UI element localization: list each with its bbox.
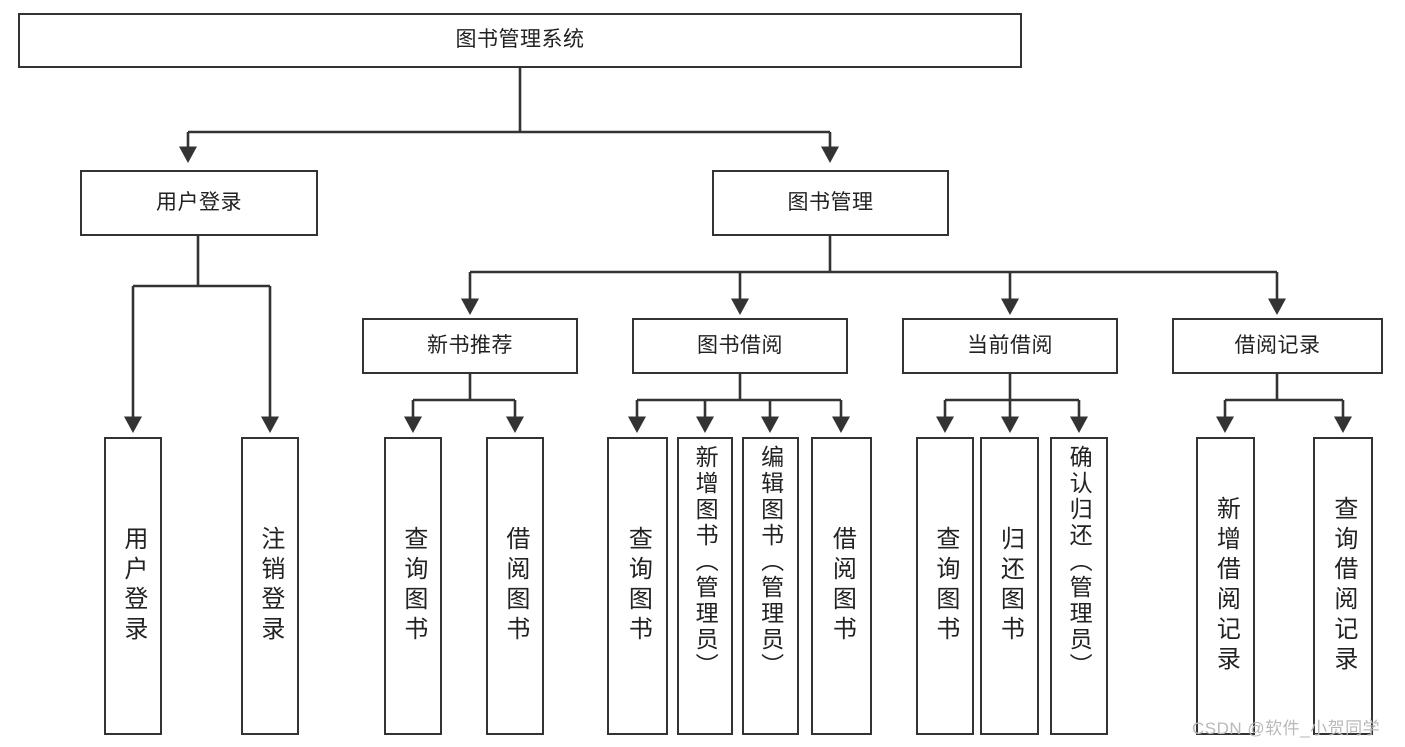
node-label: 查询图书	[931, 526, 959, 646]
leaf-logout[interactable]: 注销登录	[241, 437, 299, 735]
leaf-confirm-return-admin[interactable]: 确认归还（管理员）	[1050, 437, 1108, 735]
csdn-watermark: CSDN @软件_小贺同学	[1192, 719, 1381, 738]
node-new-book-recommendation[interactable]: 新书推荐	[362, 318, 578, 374]
node-label: 用户登录	[156, 190, 242, 214]
node-label: 当前借阅	[967, 333, 1053, 357]
node-label: 新增借阅记录	[1212, 496, 1240, 676]
leaf-add-borrowing-record[interactable]: 新增借阅记录	[1196, 437, 1255, 735]
leaf-add-book-admin[interactable]: 新增图书（管理员）	[677, 437, 733, 735]
leaf-query-book-borrowing[interactable]: 查询图书	[607, 437, 668, 735]
leaf-query-book-current[interactable]: 查询图书	[916, 437, 974, 735]
leaf-borrow-book-borrowing[interactable]: 借阅图书	[811, 437, 872, 735]
node-label: 借阅图书	[828, 526, 856, 646]
node-label: 借阅记录	[1234, 333, 1321, 357]
node-user-login[interactable]: 用户登录	[80, 170, 318, 236]
node-label: 图书管理	[787, 190, 874, 214]
node-label: 新书推荐	[427, 333, 513, 357]
node-label: 查询图书	[624, 526, 652, 646]
leaf-borrow-book-recommend[interactable]: 借阅图书	[486, 437, 544, 735]
node-label: 注销登录	[256, 526, 284, 646]
node-label: 图书借阅	[697, 333, 783, 357]
leaf-return-book[interactable]: 归还图书	[980, 437, 1039, 735]
node-label: 查询图书	[399, 526, 427, 646]
node-label: 归还图书	[996, 526, 1024, 646]
leaf-edit-book-admin[interactable]: 编辑图书（管理员）	[742, 437, 799, 735]
node-label: 借阅图书	[501, 526, 529, 646]
node-label: 用户登录	[119, 526, 147, 646]
node-current-borrowing[interactable]: 当前借阅	[902, 318, 1118, 374]
node-label: 新增图书（管理员）	[692, 445, 719, 679]
leaf-query-book-recommend[interactable]: 查询图书	[384, 437, 442, 735]
node-label: 编辑图书（管理员）	[757, 445, 784, 679]
leaf-user-login[interactable]: 用户登录	[104, 437, 162, 735]
node-root-book-management-system[interactable]: 图书管理系统	[18, 13, 1022, 68]
node-label: 查询借阅记录	[1329, 496, 1357, 676]
node-borrowing-records[interactable]: 借阅记录	[1172, 318, 1383, 374]
node-book-borrowing[interactable]: 图书借阅	[632, 318, 848, 374]
node-book-management[interactable]: 图书管理	[712, 170, 949, 236]
node-label: 确认归还（管理员）	[1066, 445, 1093, 679]
node-label: 图书管理系统	[455, 28, 585, 52]
leaf-query-borrowing-record[interactable]: 查询借阅记录	[1313, 437, 1373, 735]
